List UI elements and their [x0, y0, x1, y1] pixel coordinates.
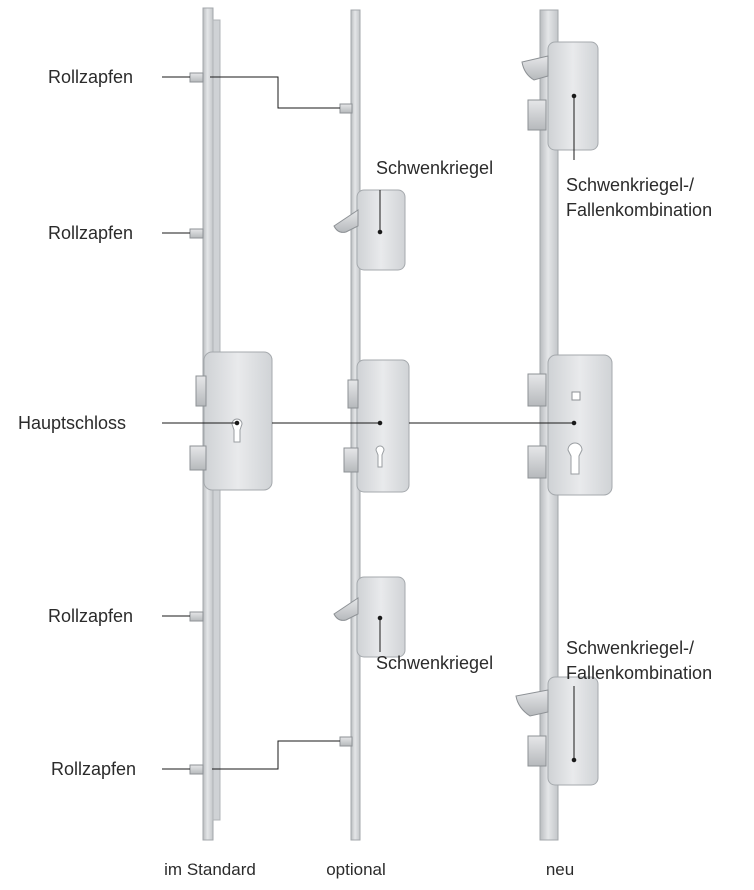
combo-latch-bottom	[527, 735, 547, 767]
label-kombi-top-line1: Schwenkriegel-/	[566, 175, 695, 195]
label-rollzapfen-4: Rollzapfen	[51, 759, 137, 779]
leader-rollzapfen-4-optional	[212, 740, 340, 770]
label-kombi-bottom-line1: Schwenkriegel-/	[566, 638, 695, 658]
dot-schwenkriegel-bottom	[377, 615, 383, 621]
lock-optional	[333, 9, 410, 841]
caption-optional: optional	[326, 860, 386, 879]
combo-hook-top	[521, 55, 549, 81]
label-schwenkriegel-bottom: Schwenkriegel	[376, 653, 494, 673]
dot-kombi-bottom	[571, 757, 577, 763]
swing-bolt-hook-top	[333, 209, 359, 233]
caption-neu: neu	[545, 860, 575, 879]
label-schwenkriegel-top: Schwenkriegel	[376, 158, 494, 178]
keyhole-standard	[231, 418, 243, 443]
dot-hauptschloss-1	[234, 420, 240, 426]
roll-pin-2	[189, 228, 204, 239]
lock-standard	[189, 7, 273, 841]
bolt-standard	[189, 445, 207, 471]
bolt-neu	[527, 445, 547, 479]
keyhole-neu	[567, 442, 583, 475]
roll-pin-optional-bottom	[339, 736, 353, 747]
swing-bolt-hook-bottom	[333, 597, 359, 621]
roll-pin-optional-top	[339, 103, 353, 114]
leader-lines	[162, 76, 577, 770]
label-kombi-top-line2: Fallenkombination	[566, 200, 713, 220]
roll-pin-1	[189, 72, 204, 83]
label-rollzapfen-3: Rollzapfen	[48, 606, 134, 626]
latch-standard	[195, 375, 207, 407]
label-hauptschloss: Hauptschloss	[18, 413, 127, 433]
dot-kombi-top	[571, 93, 577, 99]
label-rollzapfen-1: Rollzapfen	[48, 67, 134, 87]
roll-pin-4	[189, 764, 204, 775]
latch-optional	[347, 379, 359, 409]
main-lock-body-optional	[356, 359, 410, 493]
label-kombi-bottom-line2: Fallenkombination	[566, 663, 713, 683]
caption-standard: im Standard	[164, 860, 256, 879]
label-rollzapfen-2: Rollzapfen	[48, 223, 134, 243]
bolt-optional	[343, 447, 359, 473]
main-lock-body-neu	[547, 354, 613, 496]
dot-hauptschloss-2	[377, 420, 383, 426]
follower-slot-neu	[571, 391, 581, 401]
combo-hook-bottom	[515, 689, 549, 717]
dot-hauptschloss-3	[571, 420, 577, 426]
keyhole-optional	[375, 445, 385, 468]
combo-box-bottom	[547, 676, 599, 786]
latch-neu	[527, 373, 547, 407]
roll-pin-3	[189, 611, 204, 622]
lock-neu	[515, 9, 613, 841]
dot-schwenkriegel-top	[377, 229, 383, 235]
combo-latch-top	[527, 99, 547, 131]
leader-rollzapfen-1-optional	[210, 76, 340, 109]
